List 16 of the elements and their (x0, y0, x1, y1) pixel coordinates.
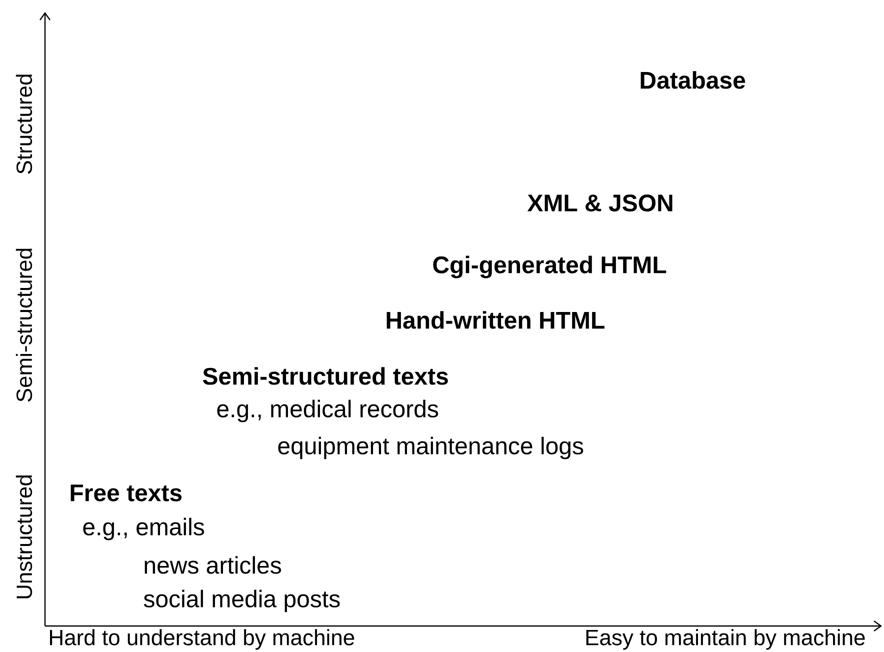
axis-label: Hard to understand by machine (50, 629, 354, 650)
category-label: Cgi-generated HTML (433, 256, 666, 278)
category-label: Hand-written HTML (386, 311, 604, 329)
category-label: XML & JSON (527, 194, 672, 212)
axis-label: Semi-structured (16, 248, 32, 402)
example-text: news articles (144, 556, 281, 574)
axis-label: Structured (16, 74, 32, 174)
axis-label: Easy to maintain by machine (586, 629, 865, 650)
example-text: e.g., emails (83, 518, 204, 540)
example-text: equipment maintenance logs (278, 436, 584, 460)
axis-label: Unstructured (16, 475, 32, 598)
category-label: Free texts (70, 484, 182, 502)
category-label: Database (640, 71, 746, 89)
category-label: Semi-structured texts (202, 367, 448, 385)
example-text: e.g., medical records (217, 400, 438, 422)
example-text: social media posts (144, 590, 340, 612)
